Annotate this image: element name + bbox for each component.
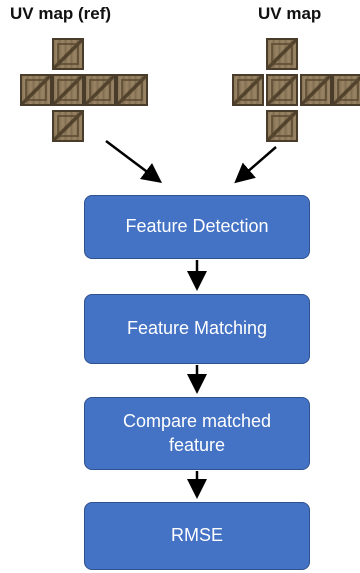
compare-matched-feature-box: Compare matched feature	[84, 397, 310, 470]
crate-tile-icon	[20, 74, 52, 106]
arrow-uv-to-detection	[234, 146, 277, 184]
feature-matching-box: Feature Matching	[84, 294, 310, 364]
crate-tile-icon	[266, 38, 298, 70]
uv-map-label: UV map	[258, 4, 322, 23]
uv-map-ref-image	[20, 38, 148, 142]
crate-tile-icon	[232, 74, 264, 106]
crate-tile-icon	[52, 74, 84, 106]
feature-detection-box: Feature Detection	[84, 195, 310, 259]
crate-tile-icon	[266, 74, 298, 106]
crate-tile-icon	[52, 110, 84, 142]
crate-tile-icon	[266, 110, 298, 142]
crate-tile-icon	[84, 74, 116, 106]
crate-tile-icon	[300, 74, 332, 106]
crate-tile-icon	[116, 74, 148, 106]
uv-map-image	[232, 38, 360, 142]
crate-tile-icon	[332, 74, 360, 106]
crate-tile-icon	[52, 38, 84, 70]
arrow-ref-to-detection	[105, 140, 162, 183]
rmse-box: RMSE	[84, 502, 310, 570]
uv-map-ref-label: UV map (ref)	[10, 4, 112, 23]
